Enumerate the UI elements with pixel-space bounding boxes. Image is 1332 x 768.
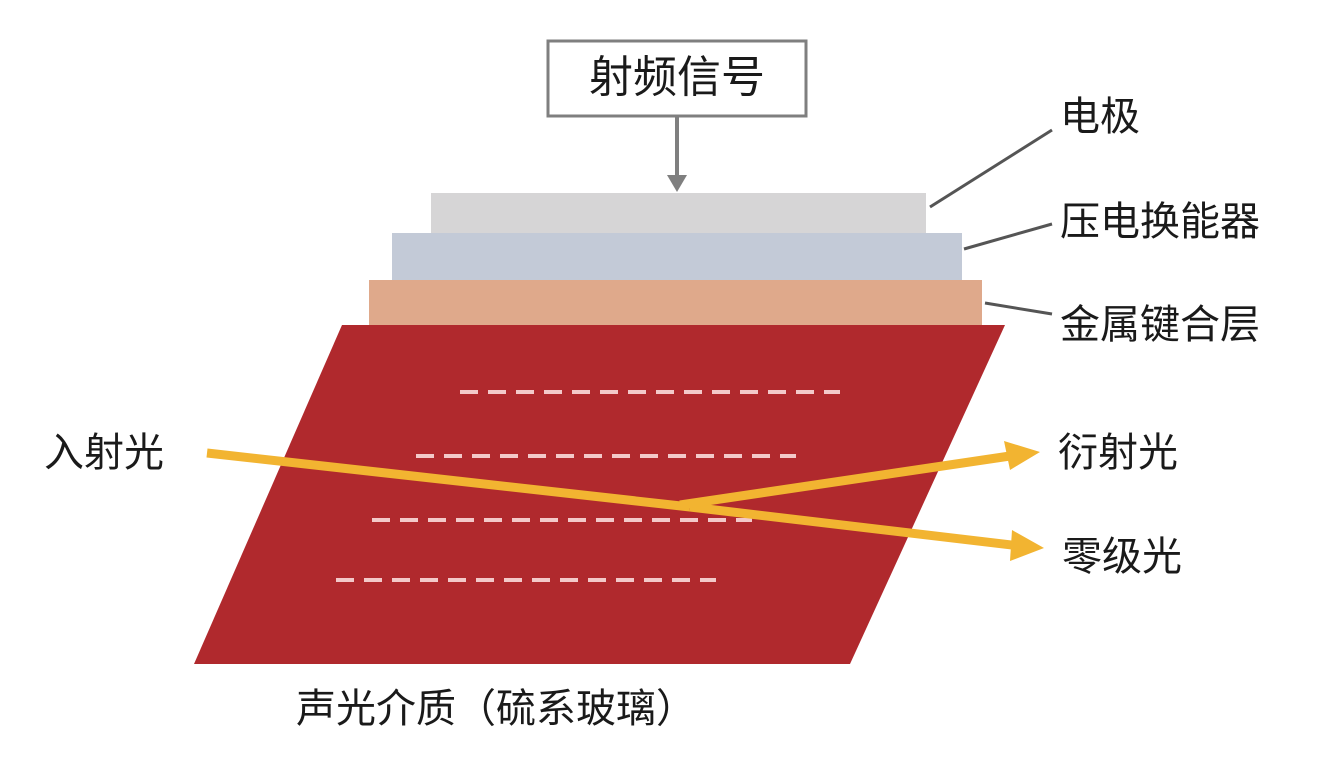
diffracted-beam — [679, 451, 1011, 510]
zero-order-beam — [689, 502, 1021, 551]
metal-bonding-layer — [369, 280, 982, 326]
transducer-leader — [963, 222, 1053, 251]
acoustic-wavefronts — [336, 390, 840, 582]
light-beams — [206, 441, 1044, 561]
electrode-layer — [431, 193, 926, 233]
leader-lines — [929, 128, 1053, 316]
diffracted-arrow-icon — [1004, 441, 1040, 470]
zero-order-arrow-icon — [1010, 530, 1044, 561]
electrode-leader — [929, 128, 1053, 209]
piezo-transducer-layer — [392, 233, 962, 280]
label-zero-order-light: 零级光 — [1062, 534, 1182, 580]
rf-signal-box: 射频信号 — [546, 39, 808, 118]
signal-arrow — [667, 117, 687, 192]
bonding-leader — [984, 301, 1053, 316]
label-incident-light: 入射光 — [44, 430, 164, 476]
rf-signal-label: 射频信号 — [589, 52, 765, 103]
arrow-head-icon — [667, 175, 687, 192]
label-transducer: 压电换能器 — [1060, 199, 1260, 245]
label-medium: 声光介质（硫系玻璃） — [296, 686, 696, 732]
incident-beam — [206, 448, 691, 512]
label-diffracted-light: 衍射光 — [1058, 430, 1178, 476]
label-bonding-layer: 金属键合层 — [1060, 302, 1260, 348]
label-electrode: 电极 — [1060, 94, 1140, 140]
